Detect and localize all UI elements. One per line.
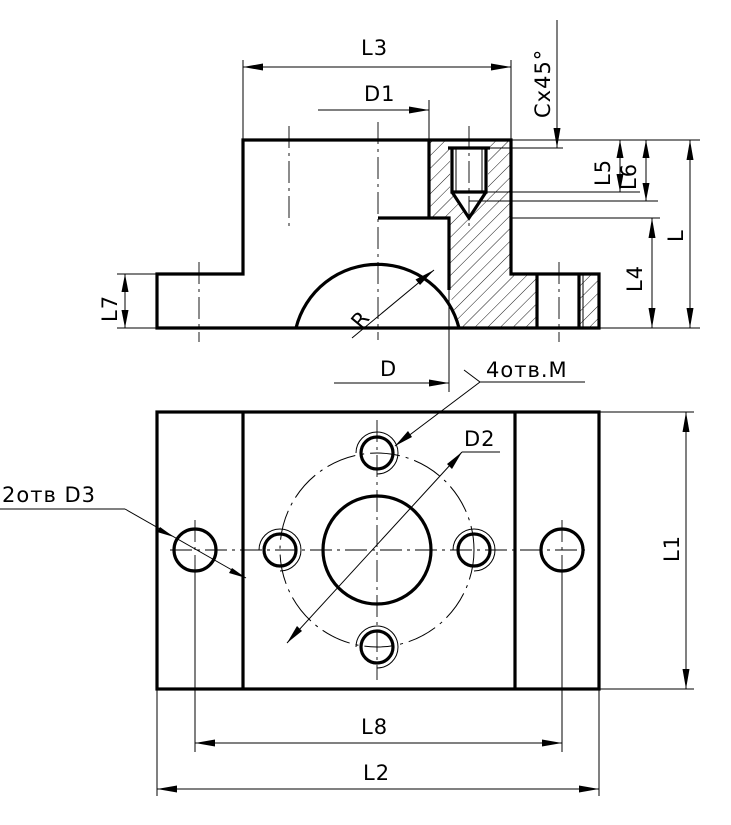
l4-label: L4 xyxy=(623,265,647,292)
l-label: L xyxy=(664,229,688,242)
front-view xyxy=(155,122,601,342)
holes-m-label: 4отв.M xyxy=(486,358,568,382)
bolt-circle xyxy=(279,452,475,648)
d2-dim-line xyxy=(286,451,463,644)
l5-label: L5 xyxy=(591,159,615,186)
l2-label: L2 xyxy=(363,761,390,785)
front-dimensions: L3 D1 Cx45° L5 L6 L4 L xyxy=(98,20,700,392)
bore-arc xyxy=(294,262,461,329)
d2-label: D2 xyxy=(464,427,496,451)
threaded-hole-bottom xyxy=(355,625,399,669)
top-outline xyxy=(155,410,601,691)
front-outline xyxy=(155,138,601,330)
l7-label: L7 xyxy=(98,295,122,322)
section-hatch-right xyxy=(579,274,599,328)
l1-label: L1 xyxy=(660,535,684,562)
threaded-hole-top xyxy=(355,431,399,475)
inner-step xyxy=(378,216,451,290)
l3-label: L3 xyxy=(361,36,388,60)
side-hole-cutout xyxy=(537,274,579,328)
d-label: D xyxy=(380,357,397,381)
threaded-hole xyxy=(450,148,488,194)
threaded-hole-left xyxy=(258,528,302,572)
top-view xyxy=(155,410,601,691)
threaded-hole-right xyxy=(452,528,496,572)
central-bore xyxy=(321,494,433,606)
top-dimensions: 4отв.M D2 2отв D3 L1 L8 L2 xyxy=(0,358,694,796)
holes-d3-label: 2отв D3 xyxy=(2,483,96,507)
l6-label: L6 xyxy=(617,163,641,190)
d1-label: D1 xyxy=(364,82,396,106)
l8-label: L8 xyxy=(361,715,388,739)
chamfer-label: Cx45° xyxy=(531,49,555,118)
d3-leader xyxy=(124,508,247,579)
section-hatch-lower xyxy=(449,218,537,328)
